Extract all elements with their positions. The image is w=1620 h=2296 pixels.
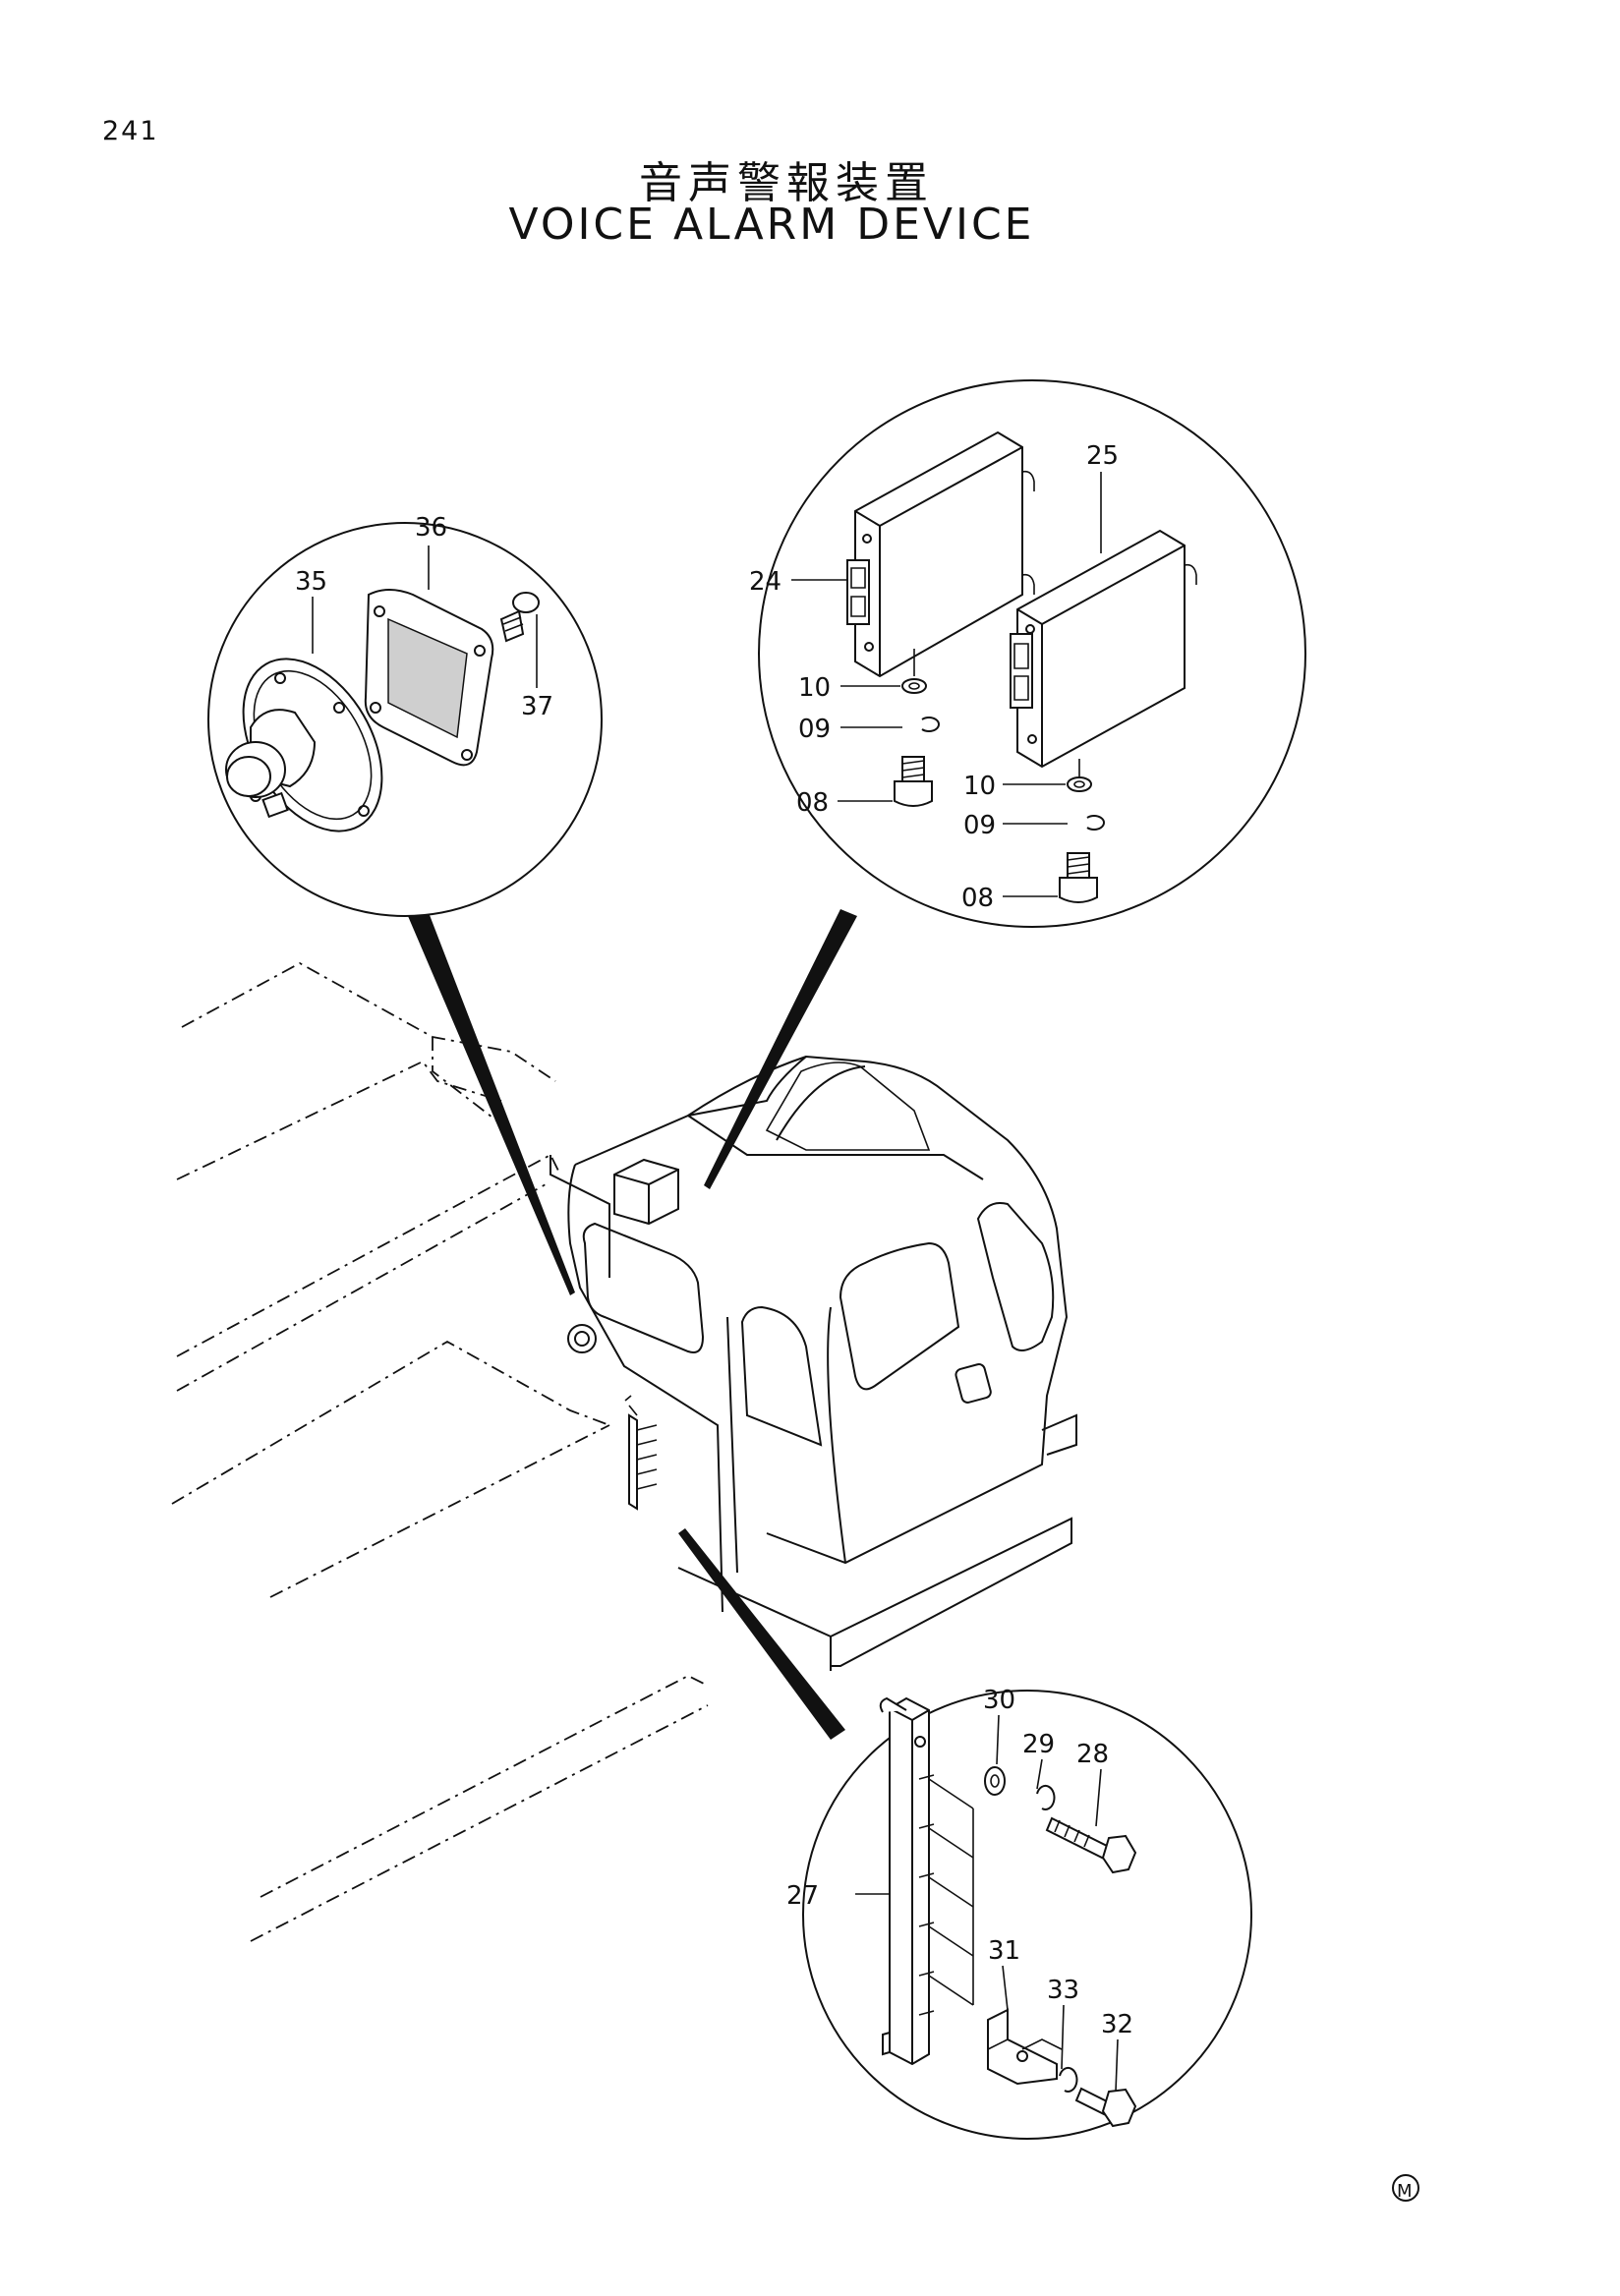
part-label-30: 30: [983, 1686, 1015, 1715]
detail-circle-terminal: [802, 1690, 1252, 2140]
circled-m-mark: M: [1392, 2174, 1419, 2202]
part-label-31: 31: [988, 1936, 1020, 1966]
part-label-25: 25: [1086, 441, 1119, 471]
part-label-32: 32: [1101, 2010, 1133, 2039]
leader-wedge-controller: [704, 909, 857, 1189]
part-label-09-lower: 09: [963, 811, 996, 840]
part-label-29: 29: [1022, 1730, 1055, 1759]
part-label-37: 37: [521, 692, 553, 721]
part-label-33: 33: [1047, 1976, 1079, 2005]
part-label-10-upper: 10: [798, 673, 831, 703]
title-english: VOICE ALARM DEVICE: [508, 200, 1035, 250]
part-label-24: 24: [749, 567, 781, 597]
detail-circle-controller: [758, 379, 1306, 928]
page-number: 241: [102, 116, 159, 146]
part-label-36: 36: [415, 513, 447, 543]
svg-text:M: M: [1397, 2181, 1413, 2202]
part-label-09-upper: 09: [798, 715, 831, 744]
part-label-35: 35: [295, 567, 327, 597]
part-label-27: 27: [786, 1881, 819, 1911]
detail-circle-speaker: [207, 522, 603, 917]
machine-outline: [171, 961, 1077, 1942]
part-label-08-upper: 08: [796, 788, 829, 818]
part-label-08-lower: 08: [961, 884, 994, 913]
leader-wedge-terminal: [678, 1528, 845, 1740]
leader-wedge-speaker: [405, 902, 575, 1295]
part-label-28: 28: [1076, 1740, 1109, 1769]
part-label-10-lower: 10: [963, 772, 996, 801]
title-japanese: 音声警報装置: [639, 158, 934, 208]
